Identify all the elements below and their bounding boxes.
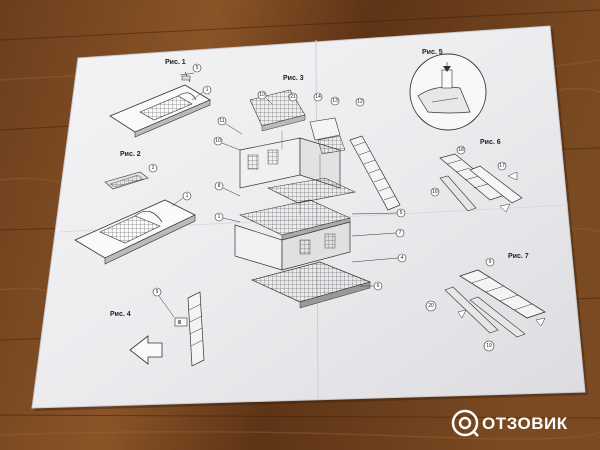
callout-badge: 5 (192, 63, 202, 73)
callout-number: 14 (315, 94, 321, 100)
figure-5-drawing (417, 62, 471, 114)
callout-badge: 9 (485, 257, 495, 267)
callout-number: 21 (290, 94, 296, 100)
callout-number: 1 (206, 87, 209, 93)
callout-badge: 16 (430, 187, 440, 197)
callout-number: 16 (432, 189, 438, 195)
otzovik-logo-icon (451, 409, 479, 437)
arrow-icon (535, 317, 546, 327)
callout-number: 5 (196, 65, 199, 71)
figure-6-label: Рис. 6 (480, 139, 501, 146)
figure-1-drawing (109, 71, 211, 138)
callout-badge: 10 (213, 136, 241, 151)
callout-number: 2 (152, 165, 155, 171)
callout-badge: 11 (217, 116, 243, 135)
callout-number: 7 (399, 230, 402, 236)
figure-3: Рис. 3 (213, 75, 407, 309)
figure-4-drawing (174, 291, 205, 367)
callout-badge: 19 (483, 340, 495, 352)
callout-number: 9 (156, 289, 159, 295)
callout-badge: 1 (191, 85, 212, 101)
figure-4-label: Рис. 4 (110, 311, 131, 318)
callout-badge: 18 (456, 145, 466, 155)
callout-number: 11 (219, 118, 224, 124)
figure-2: Рис. 2 2 1 (74, 151, 196, 265)
figure-1: Рис. 1 5 1 (109, 59, 212, 138)
callout-badge: 12 (355, 97, 365, 107)
arrow-icon (507, 171, 518, 181)
figure-2-drawing (74, 171, 196, 265)
callout-number: 5 (400, 210, 403, 216)
watermark: ОТЗОВИК (451, 409, 568, 437)
callout-number: 1 (186, 193, 189, 199)
arrow-icon (499, 203, 511, 213)
callout-badge: 21 (288, 92, 298, 102)
callout-number: 13 (332, 98, 338, 104)
arrow-icon (457, 309, 467, 319)
callout-badge: 2 (148, 163, 158, 173)
callout-badge: 13 (330, 96, 340, 106)
callout-badge: 9 (152, 287, 175, 318)
figure-3-callouts: 10 21 14 13 12 11 10 8 1 5 7 4 6 (213, 90, 407, 291)
figure-1-label: Рис. 1 (165, 59, 186, 66)
callout-number: 17 (499, 163, 505, 169)
figure-5-label: Рис. 5 (422, 49, 443, 56)
callout-number: 19 (486, 343, 492, 349)
figure-7-drawing (444, 269, 546, 338)
callout-number: 1 (218, 214, 221, 220)
watermark-text: ОТЗОВИК (482, 414, 568, 433)
callout-badge: 17 (497, 161, 507, 171)
callout-badge: 7 (351, 228, 405, 238)
figure-2-label: Рис. 2 (120, 151, 141, 158)
figure-7-label: Рис. 7 (508, 253, 529, 260)
callout-badge: 14 (313, 92, 323, 102)
callout-badge: 20 (425, 300, 437, 312)
figure-5: Рис. 5 (409, 49, 487, 131)
callout-number: 8 (218, 183, 221, 189)
callout-badge: 1 (214, 212, 241, 223)
callout-number: 4 (401, 255, 404, 261)
callout-badge: 8 (214, 181, 241, 197)
figure-3-label: Рис. 3 (283, 75, 304, 82)
callout-number: 9 (489, 259, 492, 265)
figure-7: Рис. 7 9 20 19 (425, 253, 546, 352)
callout-number: 10 (259, 92, 265, 98)
callout-number: 10 (215, 138, 221, 144)
figure-4: Рис. 4 9 (110, 287, 205, 367)
figure-3-drawing (234, 89, 401, 309)
callout-number: 20 (428, 303, 434, 309)
callout-number: 6 (377, 283, 380, 289)
callout-badge: 5 (351, 208, 406, 218)
callout-badge: 10 (257, 90, 273, 105)
callout-number: 18 (458, 147, 464, 153)
callout-badge: 4 (351, 253, 407, 263)
callout-badge: 1 (171, 191, 192, 207)
callout-number: 12 (357, 99, 363, 105)
figure-6: Рис. 6 18 17 16 (430, 139, 523, 213)
figure-6-drawing (439, 153, 523, 213)
arrow-icon (129, 335, 163, 365)
callout-badge: 6 (360, 281, 383, 291)
